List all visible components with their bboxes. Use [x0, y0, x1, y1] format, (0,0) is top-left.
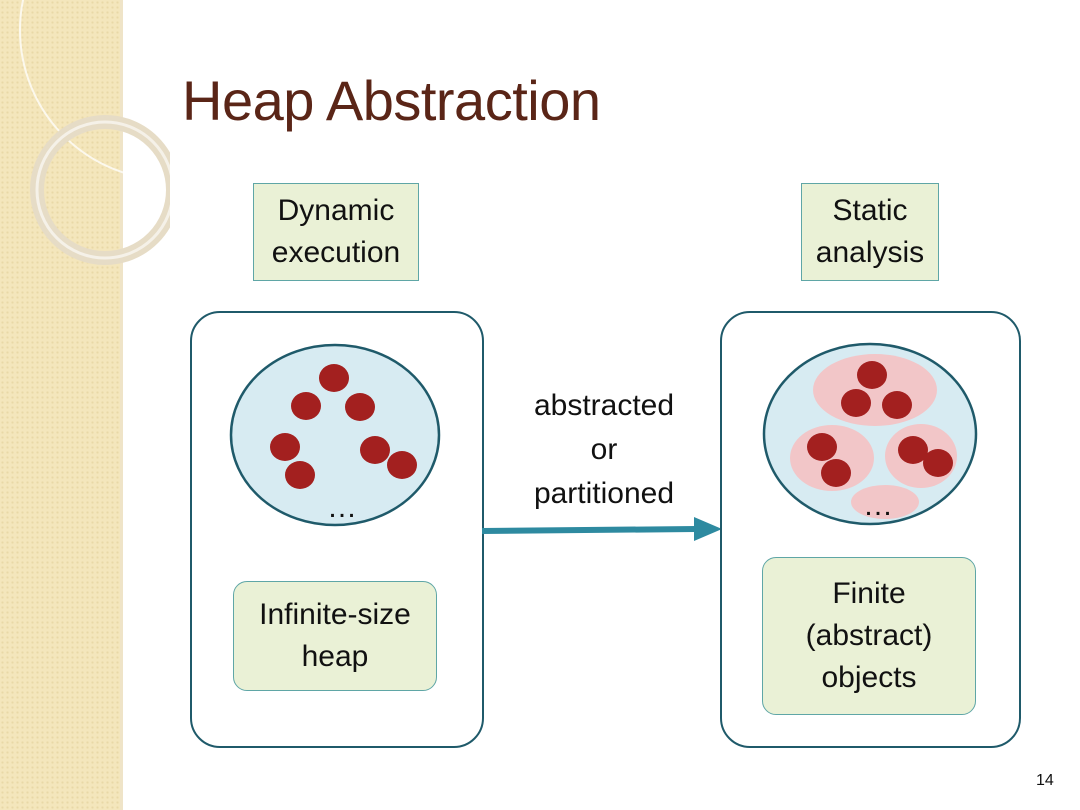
heap-object: [898, 436, 928, 464]
slide-title: Heap Abstraction: [182, 69, 601, 132]
side-band-edge: [120, 0, 123, 810]
heap-object: [291, 392, 321, 420]
infinite-heap-line2: heap: [301, 640, 369, 673]
finite-objects-line3: objects: [821, 661, 917, 694]
abstract-object-partition: [851, 485, 919, 519]
heap-object: [807, 433, 837, 461]
infinite-heap-line1: Infinite-size: [259, 598, 411, 631]
decorative-rings: [19, 0, 170, 265]
arrow-label-line1: abstracted: [533, 389, 675, 422]
heap-object: [319, 364, 349, 392]
finite-objects-line2: (abstract): [805, 619, 933, 652]
finite-objects-line1: Finite: [832, 577, 906, 610]
concrete-heap-region: [229, 343, 441, 527]
deco-ring-large: [19, 0, 170, 181]
arrow-label-line2: or: [590, 433, 618, 466]
finite-objects-caption: Finite (abstract) objects: [762, 557, 976, 715]
infinite-heap-caption: Infinite-size heap: [233, 581, 437, 691]
arrow-label-line3: partitioned: [533, 477, 675, 510]
arrow-label: abstracted or partitioned: [512, 384, 696, 516]
concrete-heap-ellipsis: …: [327, 491, 357, 524]
heap-object: [923, 449, 953, 477]
abstract-heap-ellipsis: …: [863, 489, 893, 522]
static-analysis-label: Static analysis: [801, 183, 939, 281]
heap-object: [821, 459, 851, 487]
heap-object: [841, 389, 871, 417]
concrete-heap-diagram: …: [229, 343, 441, 527]
static-analysis-line1: Static: [832, 194, 908, 227]
static-analysis-line2: analysis: [815, 236, 925, 269]
heap-object: [360, 436, 390, 464]
arrow-shaft: [481, 526, 697, 534]
abstraction-arrow: [481, 517, 722, 541]
heap-object: [387, 451, 417, 479]
deco-ring-highlight: [35, 120, 170, 260]
arrow-head: [694, 517, 722, 541]
heap-object: [345, 393, 375, 421]
page-number: 14: [1036, 772, 1054, 789]
heap-object: [857, 361, 887, 389]
heap-object: [882, 391, 912, 419]
heap-object: [270, 433, 300, 461]
dynamic-execution-line2: execution: [271, 236, 401, 269]
dynamic-execution-label: Dynamic execution: [253, 183, 419, 281]
heap-object: [285, 461, 315, 489]
abstract-heap-diagram: …: [762, 342, 978, 526]
dynamic-execution-line1: Dynamic: [277, 194, 395, 227]
